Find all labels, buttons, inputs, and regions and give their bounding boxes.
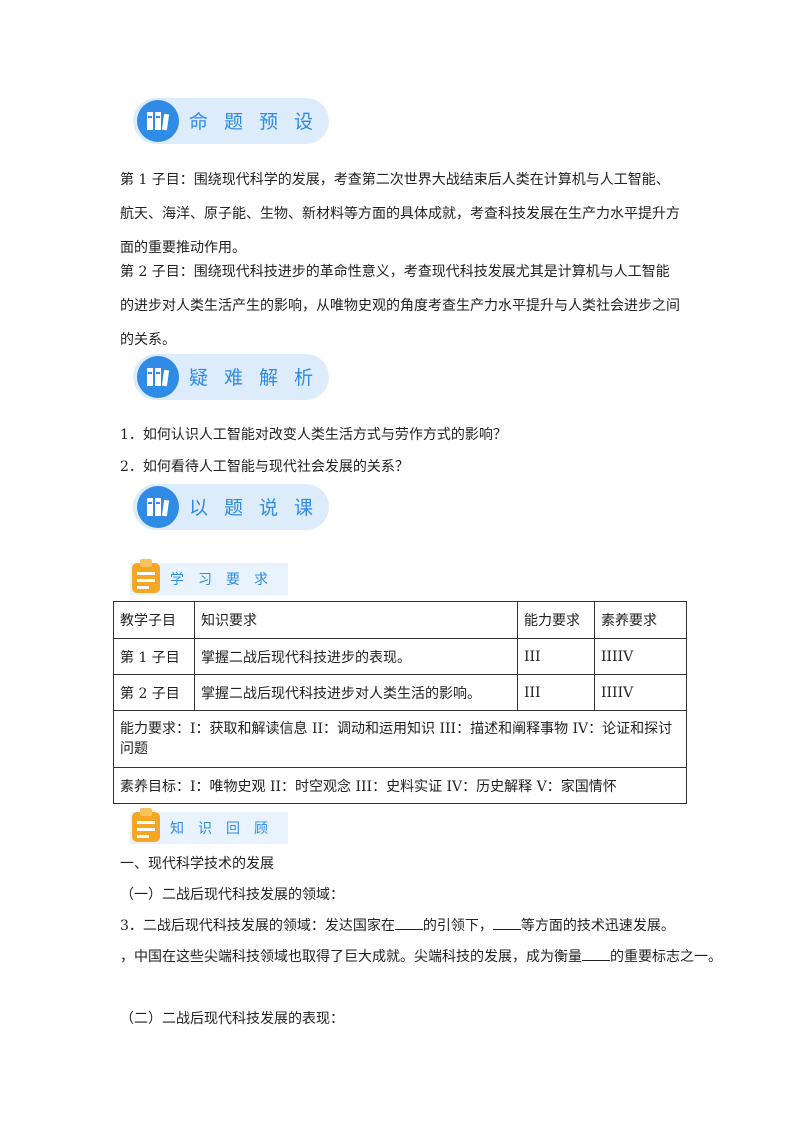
tag-learning-requirements: 学习要求 bbox=[130, 559, 288, 595]
review-heading-1: 一、现代科学技术的发展 bbox=[120, 856, 274, 872]
fill-blank bbox=[492, 915, 521, 930]
books-icon bbox=[137, 486, 179, 528]
review-paragraph-3: 3．二战后现代科技发展的领域：发达国家在的引领下，等方面的技术迅速发展。 bbox=[120, 915, 675, 935]
table-cell: III bbox=[517, 674, 595, 711]
table-header: 知识要求 bbox=[194, 601, 518, 639]
table-cell: IIIIV bbox=[594, 638, 687, 675]
requirements-table: 教学子目 知识要求 能力要求 素养要求 第 1 子目 掌握二战后现代科技进步的表… bbox=[113, 601, 687, 804]
section-title: 以题说课 bbox=[189, 497, 330, 519]
literacy-note: 素养目标：I：唯物史观 II：时空观念 III：史料实证 IV：历史解释 V：家… bbox=[113, 767, 687, 804]
preset-paragraph-1: 第 1 子目：围绕现代科学的发展，考查第二次世界大战结束后人类在计算机与人工智能… bbox=[120, 172, 680, 256]
tag-title: 学习要求 bbox=[170, 572, 282, 588]
preset-paragraph-2: 第 2 子目：围绕现代科技进步的革命性意义，考查现代科技发展尤其是计算机与人工智… bbox=[120, 264, 680, 348]
tag-title: 知识回顾 bbox=[170, 821, 282, 837]
table-cell: III bbox=[517, 638, 595, 675]
table-cell: 第 2 子目 bbox=[113, 674, 195, 711]
table-cell: 掌握二战后现代科技进步的表现。 bbox=[194, 638, 518, 675]
section-title: 疑难解析 bbox=[189, 367, 330, 389]
table-row: 素养目标：I：唯物史观 II：时空观念 III：史料实证 IV：历史解释 V：家… bbox=[113, 767, 687, 804]
tag-knowledge-review: 知识回顾 bbox=[130, 808, 288, 844]
fill-blank bbox=[582, 946, 610, 961]
fill-blank bbox=[394, 915, 423, 930]
books-icon bbox=[137, 100, 179, 142]
table-header: 素养要求 bbox=[594, 601, 687, 639]
section-title: 命题预设 bbox=[189, 111, 330, 133]
table-header-row: 教学子目 知识要求 能力要求 素养要求 bbox=[113, 601, 687, 639]
table-cell: IIIIV bbox=[594, 674, 687, 711]
table-header: 能力要求 bbox=[517, 601, 595, 639]
ability-note: 能力要求：I：获取和解读信息 II：调动和运用知识 III：描述和阐释事物 IV… bbox=[113, 710, 687, 768]
review-heading-3: （二）二战后现代科技发展的表现： bbox=[120, 1011, 344, 1027]
section-banner-preset: 命题预设 bbox=[133, 98, 329, 144]
table-cell: 掌握二战后现代科技进步对人类生活的影响。 bbox=[194, 674, 518, 711]
question-2: 2．如何看待人工智能与现代社会发展的关系？ bbox=[120, 459, 409, 475]
clipboard-icon bbox=[132, 559, 160, 593]
table-header: 教学子目 bbox=[113, 601, 195, 639]
table-row: 第 1 子目 掌握二战后现代科技进步的表现。 III IIIIV bbox=[113, 638, 687, 675]
table-row: 第 2 子目 掌握二战后现代科技进步对人类生活的影响。 III IIIIV bbox=[113, 674, 687, 711]
section-banner-lesson: 以题说课 bbox=[133, 484, 329, 530]
review-paragraph-3-cont: ，中国在这些尖端科技领域也取得了巨大成就。尖端科技的发展，成为衡量的重要标志之一… bbox=[120, 946, 722, 966]
question-1: 1．如何认识人工智能对改变人类生活方式与劳作方式的影响？ bbox=[120, 427, 507, 443]
books-icon bbox=[137, 356, 179, 398]
table-cell: 第 1 子目 bbox=[113, 638, 195, 675]
section-banner-analysis: 疑难解析 bbox=[133, 354, 329, 400]
table-row: 能力要求：I：获取和解读信息 II：调动和运用知识 III：描述和阐释事物 IV… bbox=[113, 710, 687, 768]
clipboard-icon bbox=[132, 808, 160, 842]
review-heading-2: （一）二战后现代科技发展的领域： bbox=[120, 887, 344, 903]
